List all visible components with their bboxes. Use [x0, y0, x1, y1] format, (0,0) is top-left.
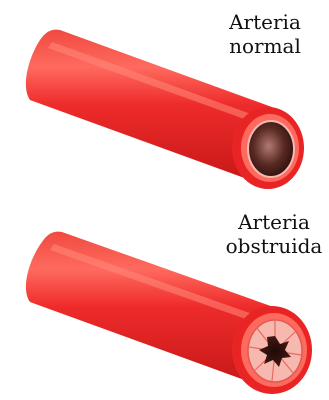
normal-artery-label: Arteria normal [222, 10, 308, 58]
normal-artery-label-line2: normal [222, 34, 308, 58]
obstructed-artery-label: Arteria obstruida [222, 210, 326, 258]
obstructed-artery-label-line2: obstruida [222, 234, 326, 258]
normal-artery-label-line1: Arteria [222, 10, 308, 34]
obstructed-artery-label-line1: Arteria [222, 210, 326, 234]
normal-artery-lumen [248, 121, 294, 177]
